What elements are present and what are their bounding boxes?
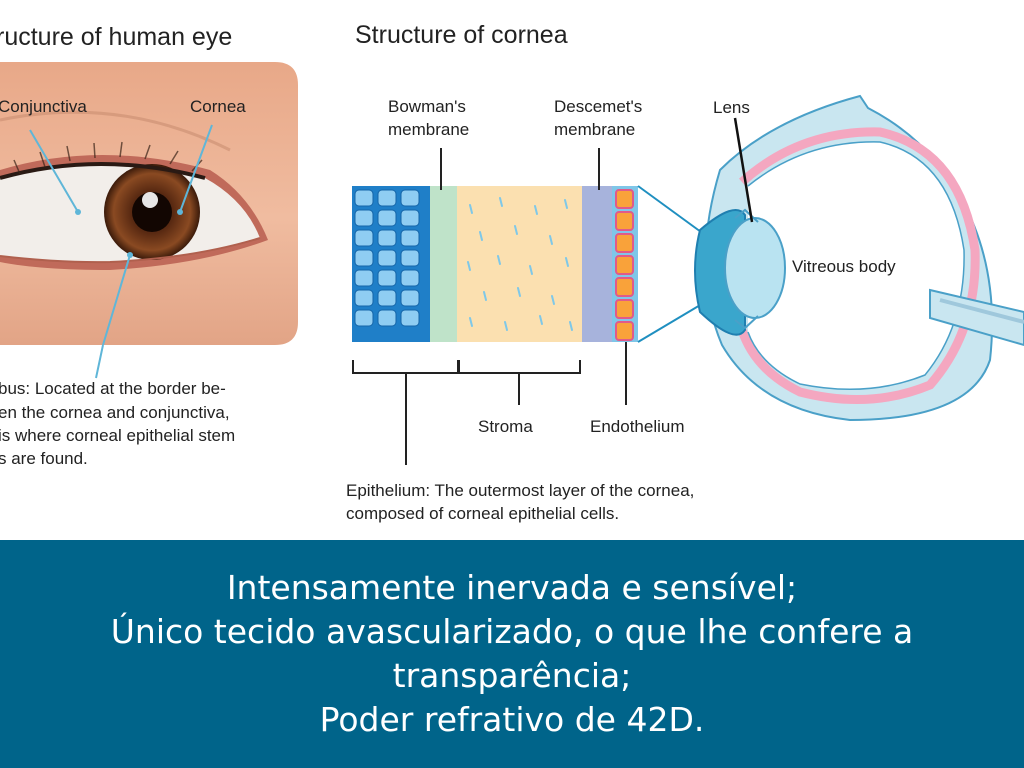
label-descemet-1: Descemet's: [554, 97, 642, 116]
eye-title: ructure of human eye: [0, 23, 232, 51]
eyeball-cross-section: [637, 94, 1024, 422]
bowman-layer: [430, 186, 457, 342]
epithelium-note-line-1: Epithelium: The outermost layer of the c…: [346, 481, 694, 500]
label-lens: Lens: [713, 98, 750, 117]
label-stroma: Stroma: [478, 417, 533, 436]
limbus-note-line-2: en the cornea and conjunctiva,: [0, 403, 230, 422]
label-descemet-2: membrane: [554, 120, 635, 139]
eye-photo: [0, 62, 298, 345]
label-cornea: Cornea: [190, 97, 246, 116]
cornea-diagram: ructure of human eye Structure of cornea…: [0, 21, 1024, 523]
caption-line-4: Poder refrativo de 42D.: [319, 700, 705, 739]
caption-line-3: transparência;: [392, 656, 632, 695]
leader-lines: [352, 148, 627, 465]
cornea-layers: [352, 186, 638, 342]
limbus-note-line-1: bus: Located at the border be-: [0, 379, 226, 398]
caption-line-2: Único tecido avascularizado, o que lhe c…: [110, 612, 914, 651]
caption-band: Intensamente inervada e sensível; Único …: [0, 540, 1024, 768]
label-bowman-1: Bowman's: [388, 97, 466, 116]
label-conjunctiva: Conjunctiva: [0, 97, 87, 116]
label-bowman-2: membrane: [388, 120, 469, 139]
stroma-layer: [457, 186, 582, 342]
label-vitreous-body: Vitreous body: [792, 257, 896, 276]
diagram-svg: ructure of human eye Structure of cornea…: [0, 21, 1024, 523]
descemet-layer: [582, 186, 612, 342]
label-endothelium: Endothelium: [590, 417, 685, 436]
caption-line-1: Intensamente inervada e sensível;: [226, 568, 798, 607]
cornea-title: Structure of cornea: [355, 21, 568, 49]
limbus-note-line-3: is where corneal epithelial stem: [0, 426, 235, 445]
limbus-note-line-4: s are found.: [0, 449, 88, 468]
epithelium-note-line-2: composed of corneal epithelial cells.: [346, 504, 619, 523]
